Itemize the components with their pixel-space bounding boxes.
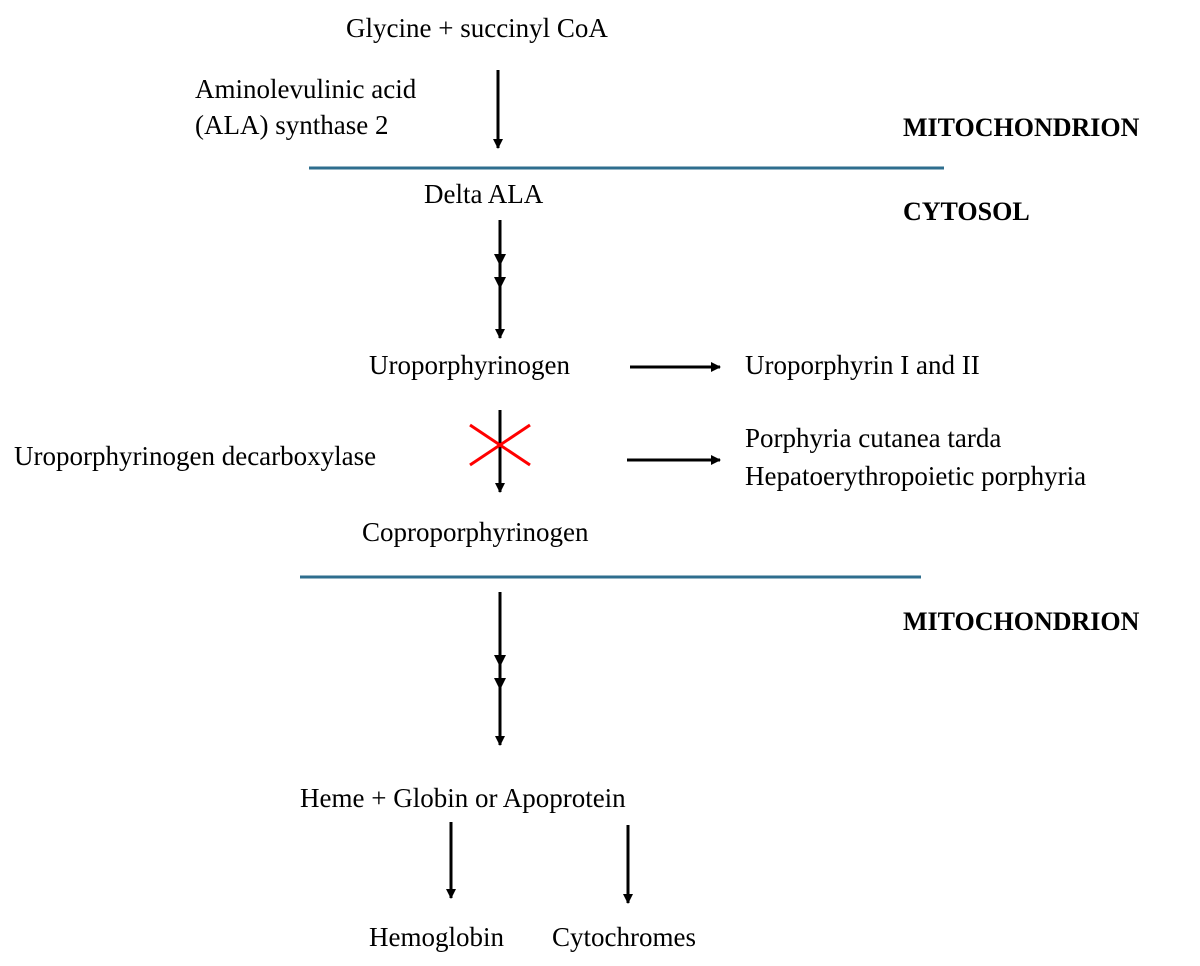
side-product-uroporphyrin: Uroporphyrin I and II [745,350,980,380]
enzyme-ala-synthase-line1: Aminolevulinic acid [195,74,417,104]
node-heme-globin-apoprotein: Heme + Globin or Apoprotein [300,783,626,813]
node-uroporphyrinogen: Uroporphyrinogen [369,350,570,380]
node-cytochromes: Cytochromes [552,922,696,952]
enzyme-ala-synthase-line2: (ALA) synthase 2 [195,110,389,140]
intermediate-step-marker [494,678,506,690]
node-glycine-succinyl-coa: Glycine + succinyl CoA [346,13,608,43]
compartment-label-cytosol: CYTOSOL [903,197,1030,226]
enzyme-block-x-icon [469,423,531,467]
intermediate-step-marker [494,655,506,667]
disease-hepatoerythropoietic-porphyria: Hepatoerythropoietic porphyria [745,461,1087,491]
node-delta-ala: Delta ALA [424,179,544,209]
disease-porphyria-cutanea-tarda: Porphyria cutanea tarda [745,423,1002,453]
compartment-label-mitochondrion-top: MITOCHONDRION [903,113,1140,142]
compartment-label-mitochondrion-bottom: MITOCHONDRION [903,607,1140,636]
node-hemoglobin: Hemoglobin [369,922,504,952]
intermediate-step-marker [494,277,506,289]
enzyme-uroporphyrinogen-decarboxylase: Uroporphyrinogen decarboxylase [14,441,377,471]
node-coproporphyrinogen: Coproporphyrinogen [362,517,589,547]
intermediate-step-marker [494,254,506,266]
